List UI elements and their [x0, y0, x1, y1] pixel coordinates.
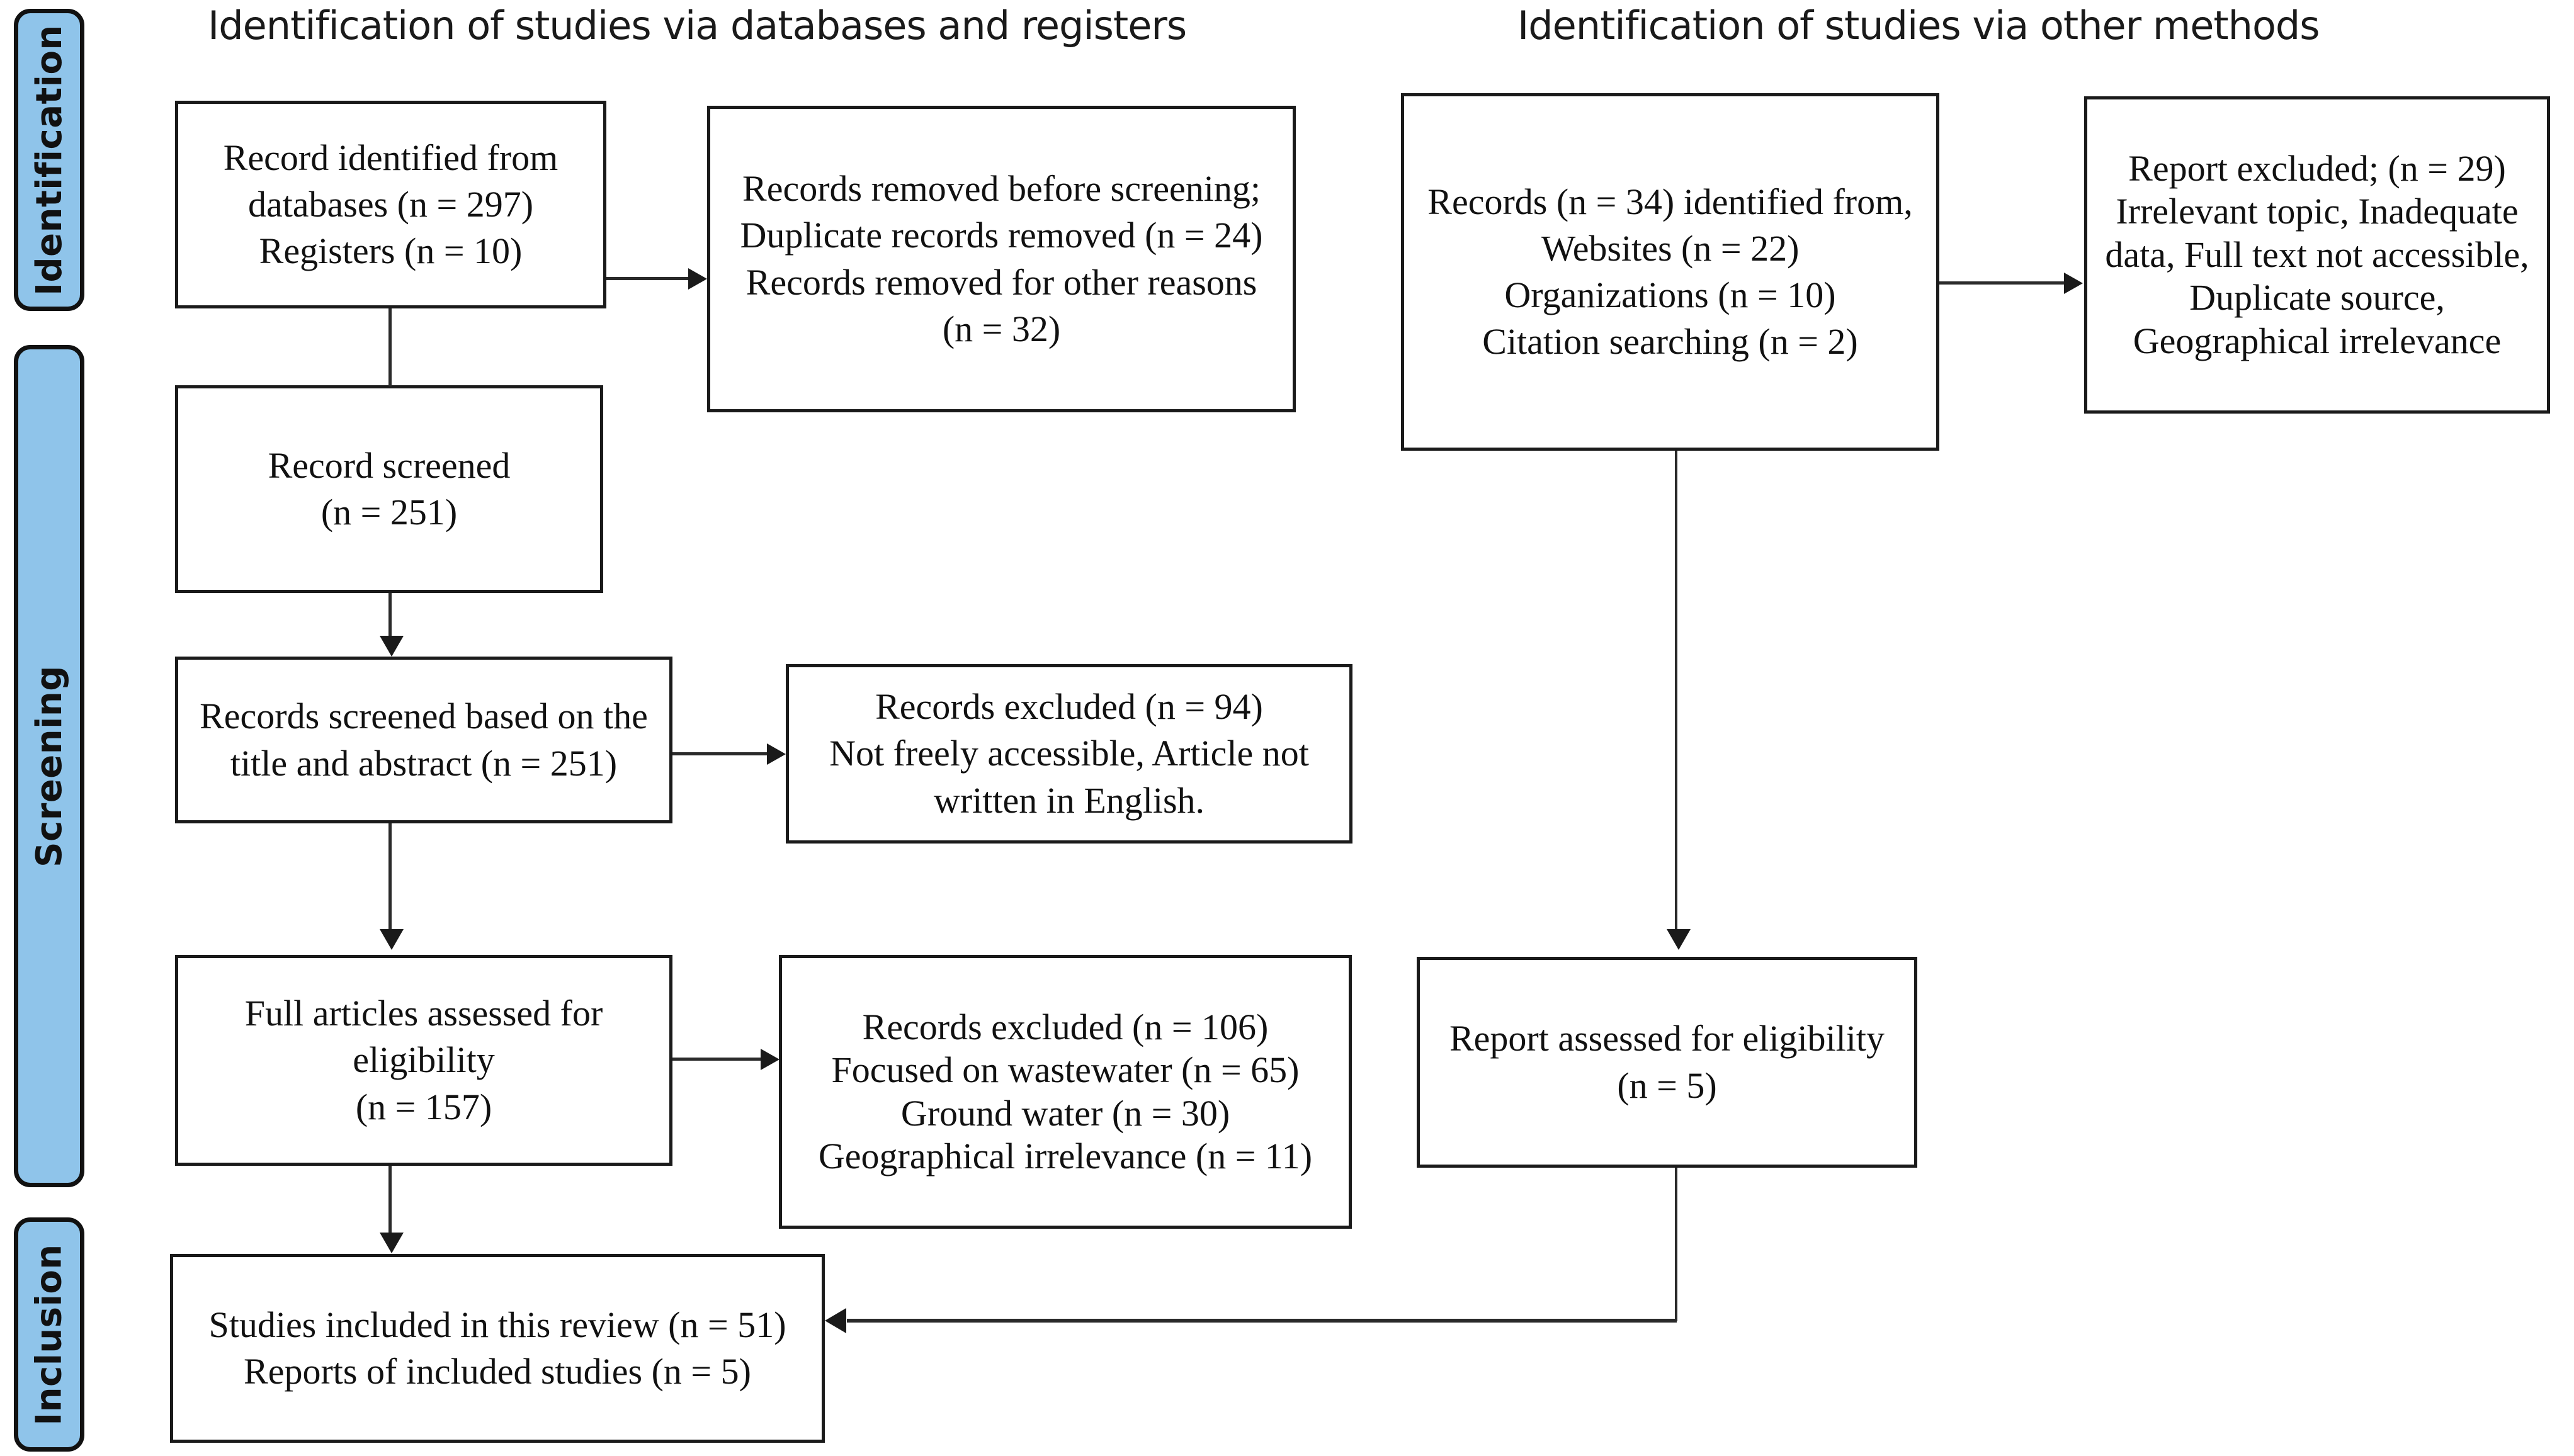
box-line: Duplicate records removed (n = 24): [740, 215, 1263, 256]
records-screened-title-abstract-box: Records screened based on the title and …: [175, 657, 672, 823]
arrow-full-articles-to-excluded106: [761, 1049, 780, 1070]
stage-label-inclusion: Inclusion: [28, 1243, 70, 1426]
box-line: Ground water (n = 30): [900, 1092, 1230, 1134]
box-line: Focused on wastewater (n = 65): [831, 1049, 1300, 1091]
connector-other-methods-to-report-assessed: [1675, 451, 1677, 930]
full-articles-assessed-box: Full articles assessed for eligibility (…: [175, 955, 672, 1166]
stage-pill-identification: Identification: [14, 9, 84, 311]
box-line: Report excluded; (n = 29): [2128, 147, 2506, 189]
connector-full-articles-to-excluded106: [672, 1058, 762, 1061]
connector-report-assessed-down: [1675, 1168, 1677, 1321]
box-line: Records removed before screening;: [742, 168, 1261, 210]
box-line: Organizations (n = 10): [1504, 274, 1836, 315]
connector-screened-to-title-abstract: [388, 593, 392, 638]
column-header-other-methods: Identification of studies via other meth…: [1517, 3, 2320, 48]
box-line: (n = 5): [1617, 1064, 1717, 1106]
arrow-screened-to-title-abstract: [380, 636, 404, 657]
box-line: Records screened based on the: [200, 696, 648, 737]
box-line: Records excluded (n = 94): [875, 686, 1263, 728]
box-line: Record screened: [268, 444, 511, 486]
records-identified-box: Record identified from databases (n = 29…: [175, 101, 606, 308]
records-excluded-106-box: Records excluded (n = 106) Focused on wa…: [779, 955, 1352, 1229]
connector-identified-to-screened: [388, 308, 392, 387]
box-line: Records excluded (n = 106): [862, 1006, 1269, 1047]
stage-pill-screening: Screening: [14, 345, 84, 1187]
records-removed-before-screening-box: Records removed before screening; Duplic…: [707, 106, 1296, 412]
box-line: Record identified from: [223, 137, 558, 178]
box-line: title and abstract (n = 251): [230, 742, 618, 784]
box-line: (n = 157): [355, 1086, 492, 1127]
record-screened-box: Record screened (n = 251): [175, 385, 603, 593]
arrow-title-abstract-to-full-articles: [380, 929, 404, 950]
box-line: Studies included in this review (n = 51): [208, 1304, 786, 1345]
arrow-full-articles-to-studies-included: [380, 1233, 404, 1253]
box-line: Not freely accessible, Article not: [829, 733, 1309, 774]
box-line: Records (n = 34) identified from,: [1427, 181, 1913, 222]
box-line: (n = 32): [942, 308, 1061, 349]
records-excluded-94-box: Records excluded (n = 94) Not freely acc…: [786, 664, 1352, 844]
box-line: (n = 251): [320, 492, 458, 533]
stage-label-screening: Screening: [28, 665, 70, 867]
connector-title-abstract-to-excluded94: [672, 752, 768, 755]
box-line: Registers (n = 10): [259, 230, 523, 272]
connector-full-articles-to-studies-included: [388, 1166, 392, 1234]
connector-identified-to-removed: [606, 277, 689, 280]
connector-other-methods-to-report-excluded: [1939, 281, 2065, 285]
box-line: Citation searching (n = 2): [1482, 321, 1858, 363]
box-line: Records removed for other reasons: [746, 261, 1257, 303]
arrow-title-abstract-to-excluded94: [767, 743, 786, 765]
connector-title-abstract-to-full-articles: [388, 823, 392, 930]
box-line: Reports of included studies (n = 5): [244, 1351, 751, 1392]
records-other-methods-box: Records (n = 34) identified from, Websit…: [1401, 93, 1939, 451]
box-line: Duplicate source,: [2189, 277, 2445, 319]
report-excluded-29-box: Report excluded; (n = 29) Irrelevant top…: [2084, 96, 2550, 414]
studies-included-box: Studies included in this review (n = 51)…: [170, 1254, 825, 1443]
box-line: eligibility: [353, 1039, 495, 1081]
arrow-report-assessed-to-studies-included: [825, 1308, 846, 1333]
box-line: data, Full text not accessible,: [2105, 234, 2529, 275]
box-line: Irrelevant topic, Inadequate: [2116, 191, 2519, 232]
box-line: written in English.: [933, 779, 1205, 821]
box-line: Report assessed for eligibility: [1449, 1018, 1885, 1059]
arrow-other-methods-to-report-excluded: [2064, 273, 2083, 294]
box-line: Geographical irrelevance (n = 11): [818, 1135, 1313, 1177]
connector-report-assessed-to-studies-included: [847, 1319, 1677, 1323]
box-line: databases (n = 297): [247, 183, 534, 225]
report-assessed-eligibility-box: Report assessed for eligibility (n = 5): [1417, 957, 1917, 1168]
box-line: Websites (n = 22): [1541, 227, 1800, 269]
column-header-databases-registers: Identification of studies via databases …: [208, 3, 1187, 48]
arrow-other-methods-to-report-assessed: [1667, 929, 1691, 950]
box-line: Full articles assessed for: [244, 993, 603, 1034]
arrow-identified-to-removed: [688, 268, 707, 290]
stage-label-identification: Identification: [28, 24, 70, 296]
box-line: Geographical irrelevance: [2133, 320, 2502, 361]
stage-pill-inclusion: Inclusion: [14, 1217, 84, 1452]
